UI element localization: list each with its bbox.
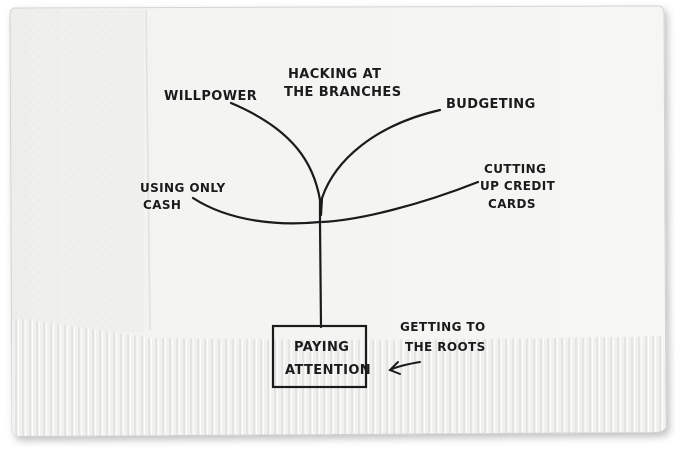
- label-roots-line1: GETTING TO: [400, 320, 486, 334]
- napkin-fold-line: [145, 9, 151, 331]
- label-paying: PAYING: [294, 340, 349, 355]
- branch-budgeting: [320, 108, 442, 200]
- label-budgeting: BUDGETING: [446, 97, 536, 112]
- tree-diagram: [191, 101, 480, 329]
- branch-cash: [191, 196, 322, 225]
- napkin-ribbed-border: [12, 318, 666, 436]
- label-cash-line1: USING ONLY: [140, 181, 226, 195]
- label-cards-line1: CUTTING: [484, 162, 546, 176]
- label-hacking-line1: HACKING AT: [288, 67, 381, 82]
- label-willpower: WILLPOWER: [164, 89, 257, 104]
- trunk-fork-right: [319, 196, 324, 217]
- roots-arrow: [388, 361, 421, 375]
- trunk-line: [318, 220, 323, 329]
- label-cards-line3: CARDS: [488, 197, 536, 211]
- label-roots-line2: THE ROOTS: [405, 340, 486, 354]
- paying-attention-box: [271, 324, 368, 389]
- label-attention: ATTENTION: [285, 363, 371, 378]
- branch-cards: [320, 180, 480, 224]
- napkin-side-fold: [12, 10, 144, 332]
- branch-willpower: [229, 101, 322, 202]
- label-cash-line2: CASH: [143, 198, 181, 212]
- label-cards-line2: UP CREDIT: [480, 179, 556, 193]
- label-hacking-line2: THE BRANCHES: [284, 85, 401, 100]
